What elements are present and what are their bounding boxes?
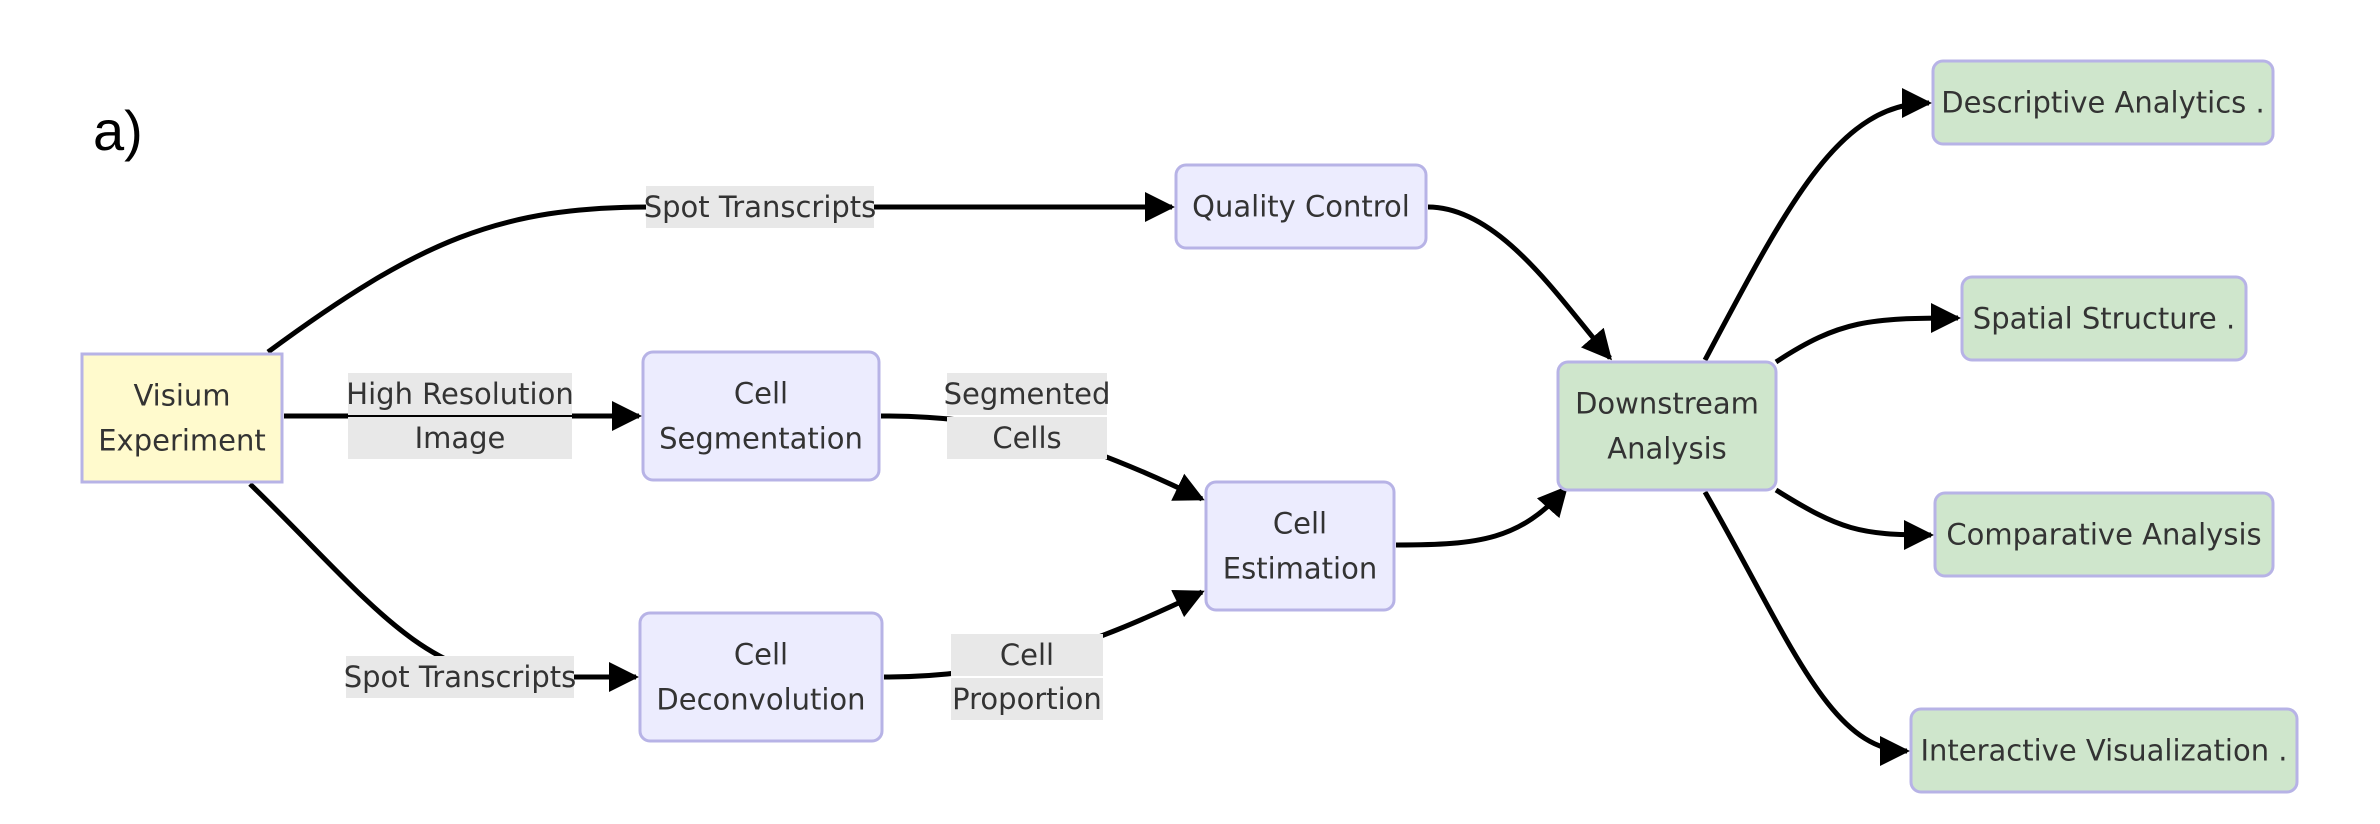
node-descriptive-analytics: Descriptive Analytics .	[1931, 59, 2275, 146]
edge-label-cell-proportion-line-1: Cell	[1000, 638, 1054, 672]
edge-label-background	[951, 678, 1103, 720]
edge-downstream-to-interactive	[1702, 490, 1910, 766]
node-downstream-analysis-line-1: Downstream	[1575, 387, 1759, 421]
edge-label-spot-transcripts-bottom: Spot Transcripts	[344, 656, 577, 698]
edge-downstream-to-descriptive	[1702, 88, 1932, 362]
node-cell-deconvolution-line-2: Deconvolution	[656, 683, 865, 717]
edge-label-background	[947, 373, 1107, 415]
node-box	[641, 350, 881, 482]
node-box	[1556, 360, 1778, 492]
edge-visium-to-cell-deconvolution	[248, 482, 639, 692]
node-cell-segmentation-line-2: Segmentation	[659, 422, 863, 456]
edge-label-background	[348, 417, 572, 459]
edge-quality-control-to-downstream	[1427, 204, 1612, 361]
node-comparative-analysis-line-1: Comparative Analysis	[1946, 518, 2261, 552]
node-visium-experiment-line-2: Experiment	[98, 424, 266, 458]
node-comparative-analysis: Comparative Analysis	[1933, 491, 2275, 578]
edge-label-background	[951, 634, 1103, 676]
node-spatial-structure-line-1: Spatial Structure .	[1973, 302, 2235, 336]
node-descriptive-analytics-line-1: Descriptive Analytics .	[1941, 86, 2264, 120]
node-box	[1909, 707, 2299, 794]
node-box	[80, 352, 284, 484]
node-cell-segmentation-line-1: Cell	[734, 377, 788, 411]
node-box	[1931, 59, 2275, 146]
edge-label-background	[947, 417, 1107, 459]
edge-label-background	[346, 656, 574, 698]
node-interactive-visualization: Interactive Visualization .	[1909, 707, 2299, 794]
node-box	[1204, 480, 1396, 612]
node-downstream-analysis-line-2: Analysis	[1607, 432, 1726, 466]
edge-label-background	[646, 186, 874, 228]
node-box	[638, 611, 884, 743]
edge-label-cell-proportion-line-2: Proportion	[952, 682, 1102, 716]
edge-label-high-resolution-image-line-2: Image	[415, 421, 506, 455]
node-box	[1933, 491, 2275, 578]
node-box	[1174, 163, 1428, 250]
node-cell-deconvolution-line-1: Cell	[734, 638, 788, 672]
node-interactive-visualization-line-1: Interactive Visualization .	[1920, 734, 2287, 768]
edge-label-spot-transcripts-bottom-line-1: Spot Transcripts	[344, 660, 577, 694]
node-spatial-structure: Spatial Structure .	[1960, 275, 2248, 362]
edge-label-spot-transcripts-top: Spot Transcripts	[644, 186, 877, 228]
edge-label-background	[348, 373, 572, 415]
node-quality-control-line-1: Quality Control	[1192, 190, 1410, 224]
node-quality-control: Quality Control	[1174, 163, 1428, 250]
node-visium-experiment-line-1: Visium	[133, 379, 230, 413]
edge-downstream-to-spatial	[1774, 303, 1961, 365]
edge-downstream-to-comparative	[1774, 487, 1934, 550]
edge-label-spot-transcripts-top-line-1: Spot Transcripts	[644, 190, 877, 224]
panel-label: a)	[93, 99, 143, 162]
edge-label-segmented-cells-line-2: Cells	[992, 421, 1061, 455]
edge-estimation-to-downstream	[1395, 485, 1568, 548]
node-cell-estimation-line-2: Estimation	[1223, 552, 1377, 586]
edge-label-segmented-cells-line-1: Segmented	[944, 377, 1111, 411]
edge-visium-to-quality-control	[266, 192, 1175, 355]
node-cell-estimation-line-1: Cell	[1273, 507, 1327, 541]
node-box	[1960, 275, 2248, 362]
edge-label-high-resolution-image-line-1: High Resolution	[346, 377, 573, 411]
